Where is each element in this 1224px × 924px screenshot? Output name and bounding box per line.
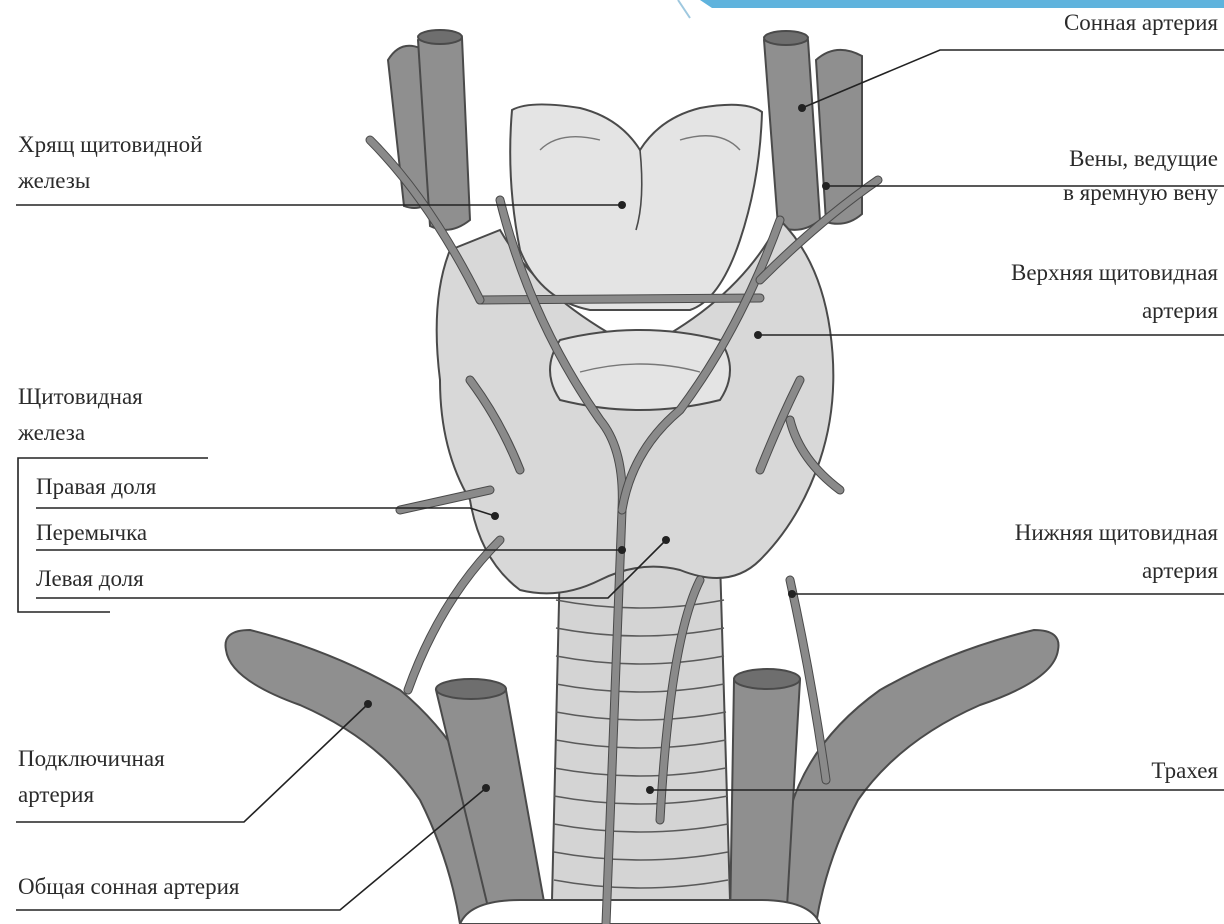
label-veins-line1: Вены, ведущие xyxy=(1069,146,1218,171)
label-right-lobe: Правая доля xyxy=(36,474,157,499)
label-carotid: Сонная артерия xyxy=(1064,10,1218,35)
label-superior-thyroid-line1: Верхняя щитовидная xyxy=(1011,260,1218,285)
label-left-lobe: Левая доля xyxy=(36,566,144,591)
label-common-carotid: Общая сонная артерия xyxy=(18,874,240,899)
left-carotid-vessels xyxy=(388,30,470,230)
label-inferior-thyroid-line1: Нижняя щитовидная xyxy=(1015,520,1219,545)
label-thyroid-gland-line1: Щитовидная xyxy=(18,384,143,409)
label-subclavian-line2: артерия xyxy=(18,782,94,807)
label-thyroid-gland-line2: железа xyxy=(17,420,85,445)
label-veins-line2: в яремную вену xyxy=(1063,180,1218,205)
label-superior-thyroid-line2: артерия xyxy=(1142,298,1218,323)
label-trachea: Трахея xyxy=(1151,758,1218,783)
label-isthmus: Перемычка xyxy=(36,520,147,545)
label-subclavian-line1: Подключичная xyxy=(18,746,165,771)
label-inferior-thyroid-line2: артерия xyxy=(1142,558,1218,583)
label-thyroid-cartilage-line2: железы xyxy=(17,168,90,193)
label-thyroid-cartilage-line1: Хрящ щитовидной xyxy=(18,132,202,157)
